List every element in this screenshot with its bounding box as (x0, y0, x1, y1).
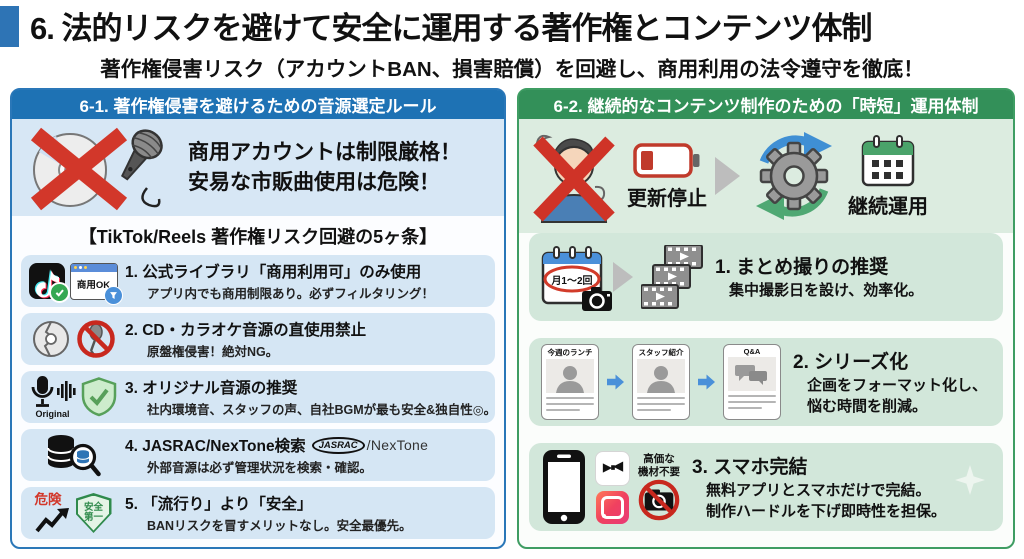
commercial-ok-label: 商用OK (76, 279, 111, 291)
rising-trend-icon (34, 507, 69, 533)
rule-desc: 社内環境音、スタッフの声、自社BGMが最も安全&独自性◎。 (147, 403, 497, 417)
left-panel-header: 6-1. 著作権侵害を避けるための音源選定ルール (12, 90, 504, 119)
monthly-calendar-icon: 月1～2回 (541, 246, 612, 311)
rule-safety-first: 危険 安全 第一 5. 「流行り」より「安全」 BANリスクを冒すメリットなし。… (21, 487, 495, 539)
arrow-right-icon (613, 262, 633, 292)
rule-original-audio: Original 3. オリジナル音源の推奨 社内環境音、スタッフの声、自社BG… (21, 371, 497, 423)
inshot-app-icon (596, 490, 629, 524)
op-desc: 企画をフォーマット化し、 悩む時間を削減。 (807, 377, 988, 415)
no-mic-icon (76, 320, 115, 358)
rule-title: 5. 「流行り」より「安全」 (125, 496, 313, 513)
gear-cycle-icon (756, 132, 832, 220)
rule-jasrac-search: 4. JASRAC/NexTone検索 JASRAC /NexTone 外部音源… (21, 429, 495, 481)
right-hero: 更新停止 (519, 119, 1013, 233)
rule-desc: BANリスクを冒すメリットなし。安全最優先。 (147, 519, 412, 533)
card-label: Q&A (743, 347, 761, 356)
series-card-staff: スタッフ紹介 (632, 344, 690, 420)
burnout-person-banned-icon (533, 134, 615, 223)
op-title: 1. まとめ撮りの推奨 (715, 257, 889, 279)
database-search-icon (47, 435, 101, 477)
jasrac-nextone-logo: JASRAC /NexTone (311, 436, 429, 454)
rule-title: 1. 公式ライブラリ「商用利用可」のみ使用 (125, 264, 422, 281)
danger-label: 危険 (34, 492, 62, 508)
rule-desc: 外部音源は必ず管理状況を検索・確認。 (147, 461, 373, 475)
update-stopped-label: 更新停止 (627, 187, 707, 210)
left-hero-text: 商用アカウントは制限厳格！ 安易な市販曲使用は危険！ (188, 140, 461, 194)
broken-cd-icon (32, 321, 69, 357)
chat-bubbles-icon (728, 357, 776, 391)
no-camera-icon (638, 479, 680, 520)
tiktok-icon (28, 263, 70, 303)
arrow-right-icon (715, 157, 740, 195)
rule-title: 2. CD・カラオケ音源の直使用禁止 (125, 322, 367, 339)
title-accent-bar (0, 6, 19, 47)
panel-operations: 6-2. 継続的なコンテンツ制作のための「時短」運用体制 更新停止 (517, 88, 1015, 549)
shield-check-icon (81, 377, 116, 417)
capcut-app-icon (595, 450, 630, 486)
rule-title: 3. オリジナル音源の推奨 (125, 380, 298, 397)
low-battery-icon (633, 142, 700, 178)
rule-desc: 原盤権侵害！絶対NG。 (147, 345, 279, 359)
monthly-frequency-label: 月1～2回 (551, 276, 593, 287)
cd-mic-banned-icon (30, 127, 163, 210)
no-expensive-gear-label: 高価な 機材不要 (638, 453, 680, 478)
safety-first-shield-icon: 安全 第一 (75, 493, 112, 533)
right-panel-header: 6-2. 継続的なコンテンツ制作のための「時短」運用体制 (519, 90, 1013, 119)
series-card-qa: Q&A (723, 344, 781, 420)
card-label: スタッフ紹介 (638, 348, 684, 357)
op-smartphone-only: 高価な 機材不要 3. スマホ完結 無料アプリとスマホだけで完結。 制作ハードル… (529, 443, 1003, 531)
rule-desc: アプリ内でも商用制限あり。必ずフィルタリング！ (147, 287, 435, 301)
panel-copyright-rules: 6-1. 著作権侵害を避けるための音源選定ルール 商用アカウントは制限厳格！ 安… (10, 88, 506, 549)
series-card-lunch: 今週のランチ (541, 344, 599, 420)
op-series-format: 今週のランチ スタッフ紹介 Q&A (529, 338, 1003, 426)
blue-arrow-icon (607, 374, 624, 390)
rule-title: 4. JASRAC/NexTone検索 (125, 438, 306, 455)
five-rules-heading: 【TikTok/Reels 著作権リスク回避の5ヶ条】 (78, 227, 438, 247)
smartphone-icon (543, 450, 585, 524)
video-clips-stack-icon (641, 245, 703, 309)
rule-official-library: 商用OK 1. 公式ライブラリ「商用利用可」のみ使用 アプリ内でも商用制限あり。… (21, 255, 495, 307)
filter-badge-icon (103, 285, 123, 305)
original-label: Original (35, 409, 70, 419)
jasrac-logo: JASRAC (311, 436, 365, 454)
person-placeholder-icon (546, 359, 594, 393)
left-hero: 商用アカウントは制限厳格！ 安易な市販曲使用は危険！ (12, 119, 504, 216)
op-title: 3. スマホ完結 (692, 457, 808, 479)
original-mic-icon (31, 376, 76, 407)
check-badge-icon (48, 282, 70, 303)
commercial-ok-window-icon: 商用OK (69, 262, 123, 305)
op-batch-shooting: 月1～2回 (529, 233, 1003, 321)
page-title: 6. 法的リスクを避けて安全に運用する著作権とコンテンツ体制 (30, 11, 872, 46)
continuous-operation-label: 継続運用 (848, 195, 928, 218)
safety-first-label: 安全 第一 (83, 501, 103, 523)
nextone-logo: /NexTone (366, 437, 429, 453)
op-desc: 無料アプリとスマホだけで完結。 制作ハードルを下げ即時性を担保。 (706, 482, 947, 520)
calendar-icon (861, 134, 915, 186)
op-title: 2. シリーズ化 (793, 352, 909, 374)
rule-no-cd-karaoke: 2. CD・カラオケ音源の直使用禁止 原盤権侵害！絶対NG。 (21, 313, 495, 365)
op-desc: 集中撮影日を設け、効率化。 (729, 282, 924, 300)
card-label: 今週のランチ (547, 348, 593, 357)
person-placeholder-icon (637, 359, 685, 393)
page-subtitle: 著作権侵害リスク（アカウントBAN、損害賠償）を回避し、商用利用の法令遵守を徹底… (100, 58, 924, 81)
camera-icon (582, 287, 612, 311)
blue-arrow-icon (698, 374, 715, 390)
